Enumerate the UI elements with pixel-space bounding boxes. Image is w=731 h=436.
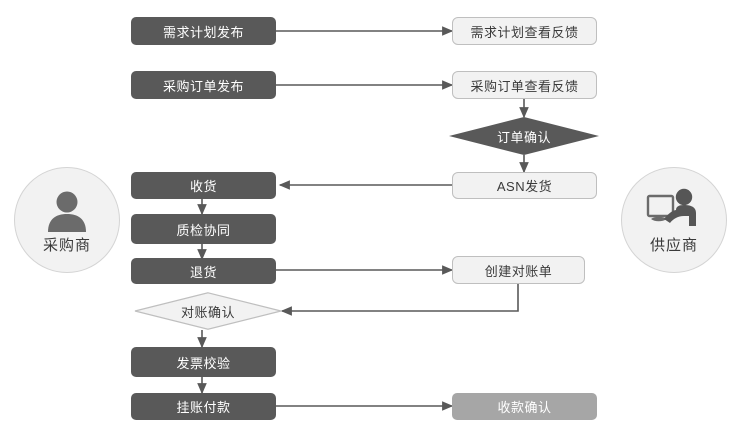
node-payment-posting[interactable]: 挂账付款: [131, 393, 276, 420]
node-po-publish[interactable]: 采购订单发布: [131, 71, 276, 99]
node-asn-shipment[interactable]: ASN发货: [452, 172, 597, 199]
role-buyer[interactable]: 采购商: [14, 167, 120, 273]
node-invoice-verify[interactable]: 发票校验: [131, 347, 276, 377]
role-supplier[interactable]: 供应商: [621, 167, 727, 273]
person-icon: [39, 186, 95, 232]
node-demand-plan-publish[interactable]: 需求计划发布: [131, 17, 276, 45]
node-demand-plan-feedback[interactable]: 需求计划查看反馈: [452, 17, 597, 45]
node-po-feedback[interactable]: 采购订单查看反馈: [452, 71, 597, 99]
node-statement-confirm[interactable]: 对账确认: [134, 292, 282, 330]
person-at-computer-icon: [646, 186, 702, 232]
node-order-confirm-label: 订单确认: [496, 129, 551, 145]
node-receive-goods[interactable]: 收货: [131, 172, 276, 199]
role-buyer-label: 采购商: [42, 236, 91, 254]
node-quality-collaboration[interactable]: 质检协同: [131, 214, 276, 244]
order-confirm-diamond-shape: [449, 117, 599, 155]
node-order-confirm[interactable]: 订单确认: [449, 117, 599, 155]
node-create-statement[interactable]: 创建对账单: [452, 256, 585, 284]
role-supplier-label: 供应商: [649, 236, 698, 254]
node-return-goods[interactable]: 退货: [131, 258, 276, 284]
node-receipt-confirm[interactable]: 收款确认: [452, 393, 597, 420]
statement-confirm-diamond-shape: [134, 292, 282, 330]
node-statement-confirm-label: 对账确认: [180, 304, 235, 320]
edge-statement-to-confirm: [280, 284, 519, 316]
